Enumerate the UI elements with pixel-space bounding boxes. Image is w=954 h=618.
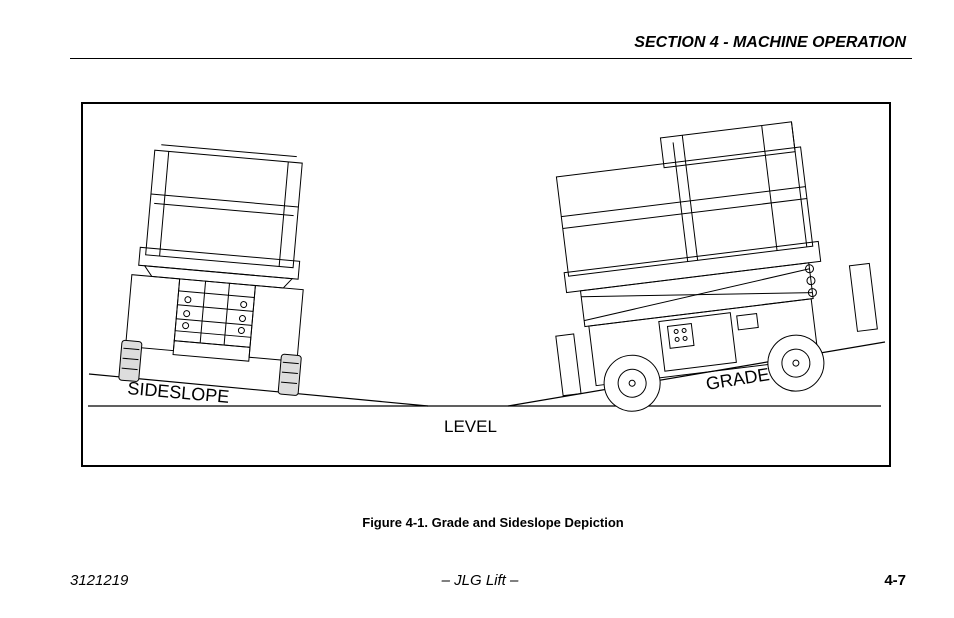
sideslope-label: SIDESLOPE [127, 378, 230, 407]
grade-sideslope-illustration: SIDESLOPE LEVEL GRADE [88, 121, 886, 436]
figure-caption: Figure 4-1. Grade and Sideslope Depictio… [362, 515, 624, 530]
grade-machine-drawing [555, 121, 878, 412]
sideslope-machine-drawing [118, 144, 304, 396]
page-number: 4-7 [884, 572, 906, 589]
document-number: 3121219 [70, 572, 129, 589]
footer-product-name: – JLG Lift – [441, 572, 519, 589]
header-rule [70, 58, 912, 59]
figure-frame: SIDESLOPE LEVEL GRADE [81, 102, 891, 467]
grade-label: GRADE [704, 364, 770, 394]
sideslope-ground-line [88, 373, 429, 407]
section-title: SECTION 4 - MACHINE OPERATION [634, 34, 906, 51]
level-label: LEVEL [444, 417, 497, 436]
grade-ground-line [507, 341, 886, 407]
